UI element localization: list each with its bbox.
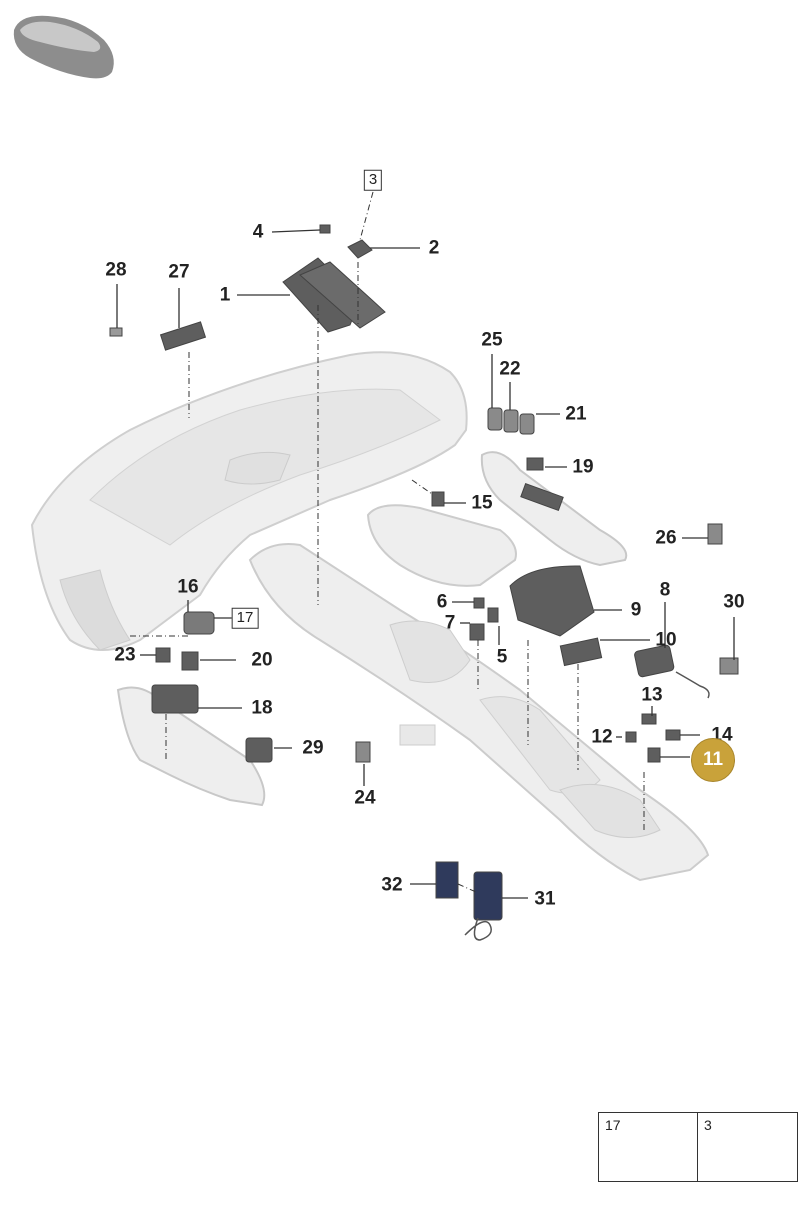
callout-21: 21 (565, 403, 587, 425)
callout-16: 16 (177, 576, 199, 598)
callout-20: 20 (251, 649, 273, 671)
callout-4: 4 (252, 221, 264, 243)
dashboard-panel (30, 351, 468, 651)
callout-6: 6 (436, 591, 448, 613)
callout-9: 9 (630, 599, 642, 621)
highlight-badge-11[interactable]: 11 (691, 738, 735, 782)
fastener-legend: 17 3 (598, 1112, 798, 1182)
callout-24: 24 (354, 787, 376, 809)
callout-19: 19 (572, 456, 594, 478)
callout-10: 10 (655, 629, 677, 651)
armrest-cover (366, 504, 517, 587)
callout-31: 31 (534, 888, 556, 910)
legend-cell-3: 3 (697, 1113, 796, 1181)
dark-components (109, 224, 739, 921)
callout-15: 15 (471, 492, 493, 514)
callout-5: 5 (496, 646, 508, 668)
legend-cell-17: 17 (599, 1113, 697, 1181)
car-thumbnail-icon (13, 15, 114, 79)
callout-7: 7 (444, 612, 456, 634)
callout-26: 26 (655, 527, 677, 549)
callout-2: 2 (428, 237, 440, 259)
callout-29: 29 (302, 737, 324, 759)
callout-27: 27 (168, 261, 190, 283)
light-cable (675, 671, 710, 699)
legend-label-3: 3 (704, 1117, 712, 1133)
callout-30: 30 (723, 591, 745, 613)
callout-13: 13 (641, 684, 663, 706)
callout-1: 1 (219, 284, 231, 306)
dash-dot-lines (130, 191, 645, 893)
callout-8: 8 (659, 579, 671, 601)
center-console (248, 543, 710, 882)
leader-lines (116, 229, 735, 899)
callout-22: 22 (499, 358, 521, 380)
legend-label-17: 17 (605, 1117, 621, 1133)
callout-18: 18 (251, 697, 273, 719)
boxed-ref-17: 17 (231, 607, 259, 629)
callout-25: 25 (481, 329, 503, 351)
usb-cable (464, 917, 492, 941)
callout-28: 28 (105, 259, 127, 281)
boxed-ref-3: 3 (363, 169, 383, 191)
callout-12: 12 (591, 726, 613, 748)
callout-23: 23 (114, 644, 136, 666)
callout-32: 32 (381, 874, 403, 896)
